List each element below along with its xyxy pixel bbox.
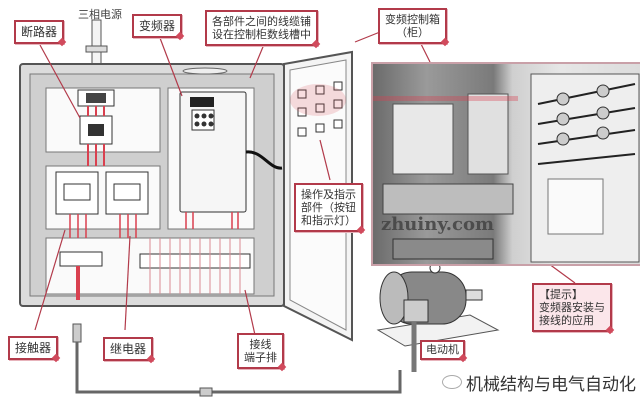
callout-operation-line3: 和指示灯） <box>301 214 356 227</box>
callout-terminal-block: 接线 端子排 <box>237 333 284 369</box>
callout-motor-text: 电动机 <box>426 343 459 356</box>
callout-cabinet-line2: （柜） <box>396 26 429 39</box>
callout-wiring-trough-line1: 各部件之间的线缆铺 <box>212 15 311 28</box>
wiring-diagram-sheet <box>547 178 604 235</box>
electric-motor <box>376 262 500 372</box>
photo-watermark: zhuiny.com <box>381 214 494 235</box>
callout-vfd: 变频器 <box>132 14 183 38</box>
callout-breaker-text: 断路器 <box>21 25 58 39</box>
callout-tip-line3: 接线的应用 <box>539 314 594 327</box>
callout-terminal-line1: 接线 <box>249 338 272 351</box>
cabinet-photo: zhuiny.com <box>371 62 640 266</box>
callout-terminal-line2: 端子排 <box>244 351 277 364</box>
motor-cable <box>72 323 402 397</box>
leader-lines <box>34 31 576 341</box>
power-input-label: 三相电源 <box>78 8 122 21</box>
control-cable <box>245 150 283 170</box>
callout-operation-line2: 部件（按钮 <box>301 201 356 214</box>
callout-relay-text: 继电器 <box>110 342 147 356</box>
callout-tip-line2: 变频器安装与 <box>539 301 605 314</box>
wechat-icon <box>442 375 462 389</box>
callout-tip: 【提示】 变频器安装与 接线的应用 <box>532 283 612 332</box>
callout-breaker: 断路器 <box>14 20 65 44</box>
circuit-breaker <box>77 89 115 166</box>
callout-tip-line1: 【提示】 <box>539 288 583 301</box>
terminal-blocks <box>59 238 251 300</box>
callout-wiring-trough: 各部件之间的线缆铺 设在控制柜数线槽中 <box>205 10 318 46</box>
callout-relay: 继电器 <box>103 337 154 361</box>
callout-cabinet-line1: 变频控制箱 <box>385 13 440 26</box>
callout-cabinet: 变频控制箱 （柜） <box>378 8 447 44</box>
callout-contactor-text: 接触器 <box>15 341 52 355</box>
door-buttons <box>297 81 343 137</box>
contactors <box>55 171 149 238</box>
fan-icon <box>182 67 228 75</box>
watermark-text: 机械结构与电气自动化 <box>466 375 636 395</box>
callout-motor: 电动机 <box>420 340 465 360</box>
callout-vfd-text: 变频器 <box>139 19 176 33</box>
callout-operation-parts: 操作及指示 部件（按钮 和指示灯） <box>294 183 363 232</box>
photo-details <box>373 73 640 263</box>
callout-contactor: 接触器 <box>8 336 59 360</box>
vfd-unit <box>179 91 283 229</box>
callout-operation-line1: 操作及指示 <box>301 188 356 201</box>
callout-wiring-trough-line2: 设在控制柜数线槽中 <box>212 28 311 41</box>
